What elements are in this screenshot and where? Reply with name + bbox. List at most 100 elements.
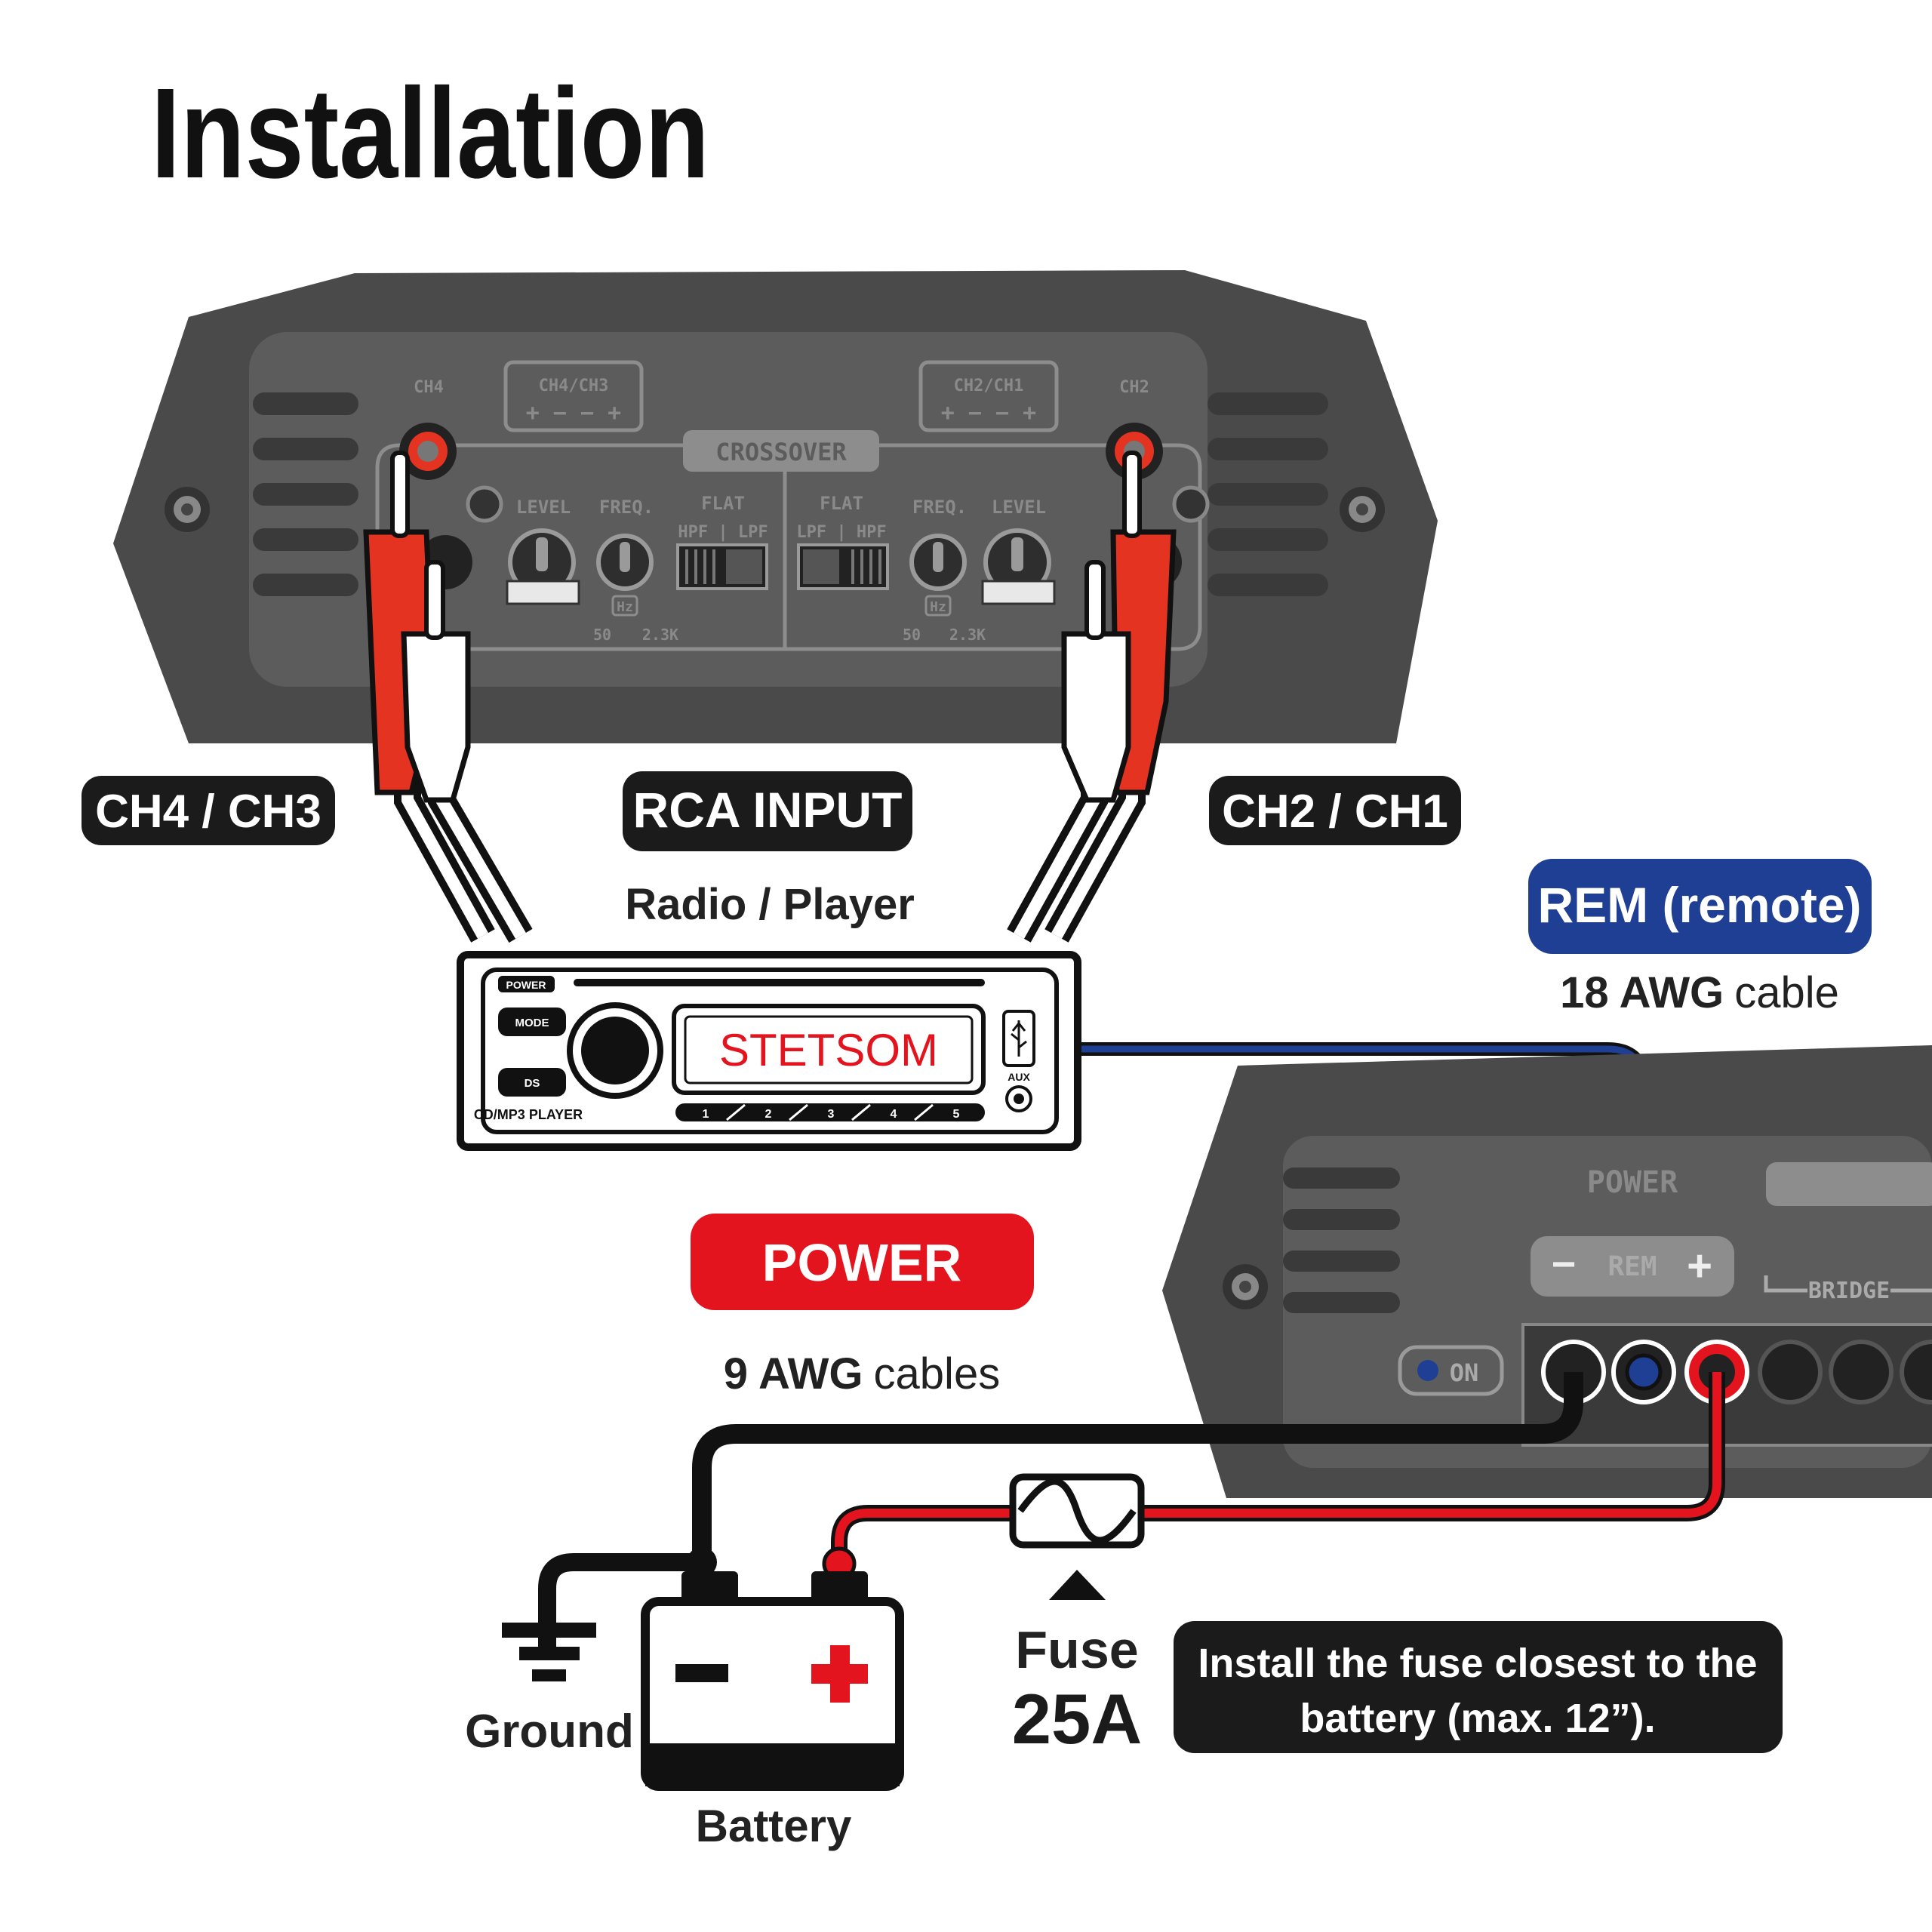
flat-label-left: FLAT	[701, 493, 745, 514]
radio-display: STETSOM	[672, 1004, 986, 1095]
ground-icon	[502, 1623, 596, 1681]
svg-text:Install the fuse closest to th: Install the fuse closest to the	[1198, 1641, 1757, 1686]
preset-buttons: 1 2 3 4 5	[703, 1103, 960, 1121]
svg-text:CH4 / CH3: CH4 / CH3	[95, 786, 321, 838]
freq-min-left: 50	[593, 626, 611, 644]
level-knob-right[interactable]	[981, 528, 1056, 605]
aux-jack-icon	[1005, 1085, 1032, 1112]
svg-text:CH2 / CH1: CH2 / CH1	[1222, 786, 1448, 838]
preset-button-5[interactable]: 5	[953, 1108, 960, 1121]
svg-text:CH2/CH1: CH2/CH1	[954, 377, 1024, 395]
radio-head-unit: POWER MODE DS STETSOM AUX CD/MP3 PLAYER	[457, 951, 1081, 1151]
rca-input-pill: RCA INPUT	[623, 771, 912, 851]
power-section-label: POWER	[1587, 1165, 1678, 1200]
freq-label-left: FREQ.	[599, 497, 654, 518]
radio-player-caption: Radio / Player	[625, 880, 915, 929]
ch21-pill: CH2 / CH1	[1209, 776, 1461, 845]
heatsink-fins-left	[253, 392, 358, 596]
screw-icon	[165, 487, 210, 532]
freq-knob-right[interactable]	[909, 534, 967, 617]
preset-button-1[interactable]: 1	[703, 1108, 709, 1121]
speaker-badge	[1766, 1162, 1932, 1206]
svg-text:MODE: MODE	[515, 1017, 549, 1029]
preset-divider	[851, 1103, 871, 1121]
model-label: CD/MP3 PLAYER	[474, 1107, 583, 1122]
ch4-label: CH4	[414, 378, 444, 397]
ds-button[interactable]: DS	[498, 1068, 566, 1097]
crossover-badge	[683, 430, 879, 472]
rem-terminal	[1611, 1340, 1676, 1404]
ch43-pill: CH4 / CH3	[82, 776, 335, 845]
on-indicator: ON	[1398, 1345, 1504, 1396]
level-label-left: LEVEL	[516, 497, 571, 518]
heatsink-fins-right	[1208, 392, 1328, 596]
preset-divider	[914, 1103, 934, 1121]
volume-knob[interactable]	[567, 1002, 663, 1099]
freq-max-left: 2.3K	[642, 626, 678, 644]
battery-icon	[641, 1547, 904, 1791]
rca-cables-right	[1007, 451, 1177, 943]
ground-wire-to-chassis	[538, 1553, 702, 1660]
power-button[interactable]: POWER	[498, 976, 555, 992]
svg-text:battery (max. 12”).: battery (max. 12”).	[1300, 1696, 1655, 1741]
speaker-terminal	[1829, 1340, 1894, 1404]
battery-label: Battery	[696, 1801, 852, 1851]
usb-port-icon	[1002, 1010, 1035, 1067]
speaker-terminal	[1900, 1340, 1932, 1404]
filter-switch-right[interactable]	[797, 543, 889, 590]
page-title: Installation	[151, 62, 709, 205]
preset-button-3[interactable]: 3	[828, 1108, 835, 1121]
preset-button-2[interactable]: 2	[765, 1108, 772, 1121]
fuse-rating: 25A	[1012, 1679, 1142, 1758]
aux-label: AUX	[1008, 1071, 1030, 1083]
fuse-icon	[1009, 1473, 1145, 1600]
freq-knob-left[interactable]	[596, 534, 654, 617]
level-knob-left[interactable]	[506, 528, 580, 605]
rca-cables-left	[363, 451, 533, 943]
bridge-box-ch43: CH4/CH3 + − − +	[503, 360, 644, 432]
svg-text:−: −	[1552, 1240, 1577, 1287]
bridge-label: BRIDGE	[1808, 1278, 1890, 1304]
rca-jack-ch4	[399, 423, 457, 480]
svg-text:REM: REM	[1607, 1251, 1657, 1282]
svg-text:RCA INPUT: RCA INPUT	[633, 782, 903, 838]
screw-icon	[1340, 487, 1385, 532]
svg-text:+ − − +: + − − +	[526, 400, 621, 426]
freq-min-right: 50	[903, 626, 921, 644]
svg-text:ON: ON	[1450, 1358, 1479, 1387]
power-pill: POWER	[691, 1214, 1034, 1310]
ground-wire-to-battery	[692, 1372, 1583, 1562]
preset-button-4[interactable]: 4	[891, 1108, 897, 1121]
preset-divider	[789, 1103, 808, 1121]
amplifier-bottom: POWER − REM + BRIDGE ON	[1162, 1045, 1932, 1498]
svg-text:POWER: POWER	[506, 979, 546, 991]
svg-text:+: +	[1687, 1241, 1712, 1291]
level-label-right: LEVEL	[992, 497, 1046, 518]
svg-text:REM (remote): REM (remote)	[1537, 877, 1861, 933]
hpf-lpf-label: HPF | LPF	[678, 523, 768, 542]
crossover-label: CROSSOVER	[715, 438, 847, 466]
filter-switch-left[interactable]	[676, 543, 768, 590]
fuse-label: Fuse	[1015, 1620, 1138, 1679]
freq-label-right: FREQ.	[912, 497, 967, 518]
heatsink-fins-bottom	[1283, 1168, 1400, 1313]
flat-label-right: FLAT	[820, 493, 863, 514]
freq-max-right: 2.3K	[949, 626, 986, 644]
svg-text:DS: DS	[525, 1077, 540, 1090]
rem-terminal-label: − REM +	[1531, 1236, 1734, 1297]
hz-label-left: Hz	[617, 599, 633, 615]
preset-divider	[726, 1103, 746, 1121]
rem-pill: REM (remote)	[1528, 859, 1872, 954]
mode-button[interactable]: MODE	[498, 1008, 566, 1036]
ch2-label: CH2	[1119, 378, 1149, 397]
lpf-hpf-label: LPF | HPF	[796, 523, 886, 542]
amplifier-top: CH4 CH2 CH4/CH3 + − − + CH2/CH1 + − − + …	[113, 270, 1438, 743]
svg-text:POWER: POWER	[762, 1233, 961, 1292]
svg-text:CH4/CH3: CH4/CH3	[539, 377, 609, 395]
fuse-note-box: Install the fuse closest to the battery …	[1174, 1621, 1783, 1753]
svg-text:STETSOM: STETSOM	[719, 1025, 938, 1075]
power-wire	[835, 1372, 1721, 1564]
